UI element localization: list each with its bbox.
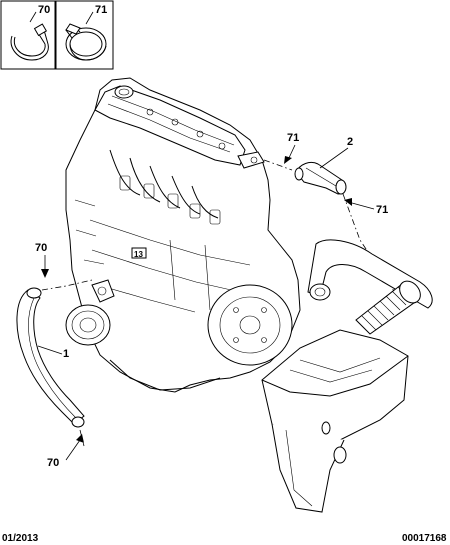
inset-clamp-71: 71 xyxy=(55,0,114,70)
callout-2: 2 xyxy=(319,136,353,169)
air-intake xyxy=(261,239,433,513)
svg-text:70: 70 xyxy=(47,457,59,469)
top-hose xyxy=(294,161,347,195)
engine-block-label: 13 xyxy=(134,250,143,259)
footer-date: 01/2013 xyxy=(2,533,39,544)
callout-71-lower: 71 xyxy=(344,198,388,216)
engine-block: 13 xyxy=(65,77,301,393)
inset-callout-70: 70 xyxy=(38,4,50,16)
lower-hose xyxy=(16,287,85,428)
callout-70-upper: 70 xyxy=(35,242,49,278)
callout-71-upper: 71 xyxy=(284,132,299,164)
svg-text:71: 71 xyxy=(376,204,388,216)
callout-1: 1 xyxy=(37,345,69,360)
svg-text:2: 2 xyxy=(347,136,353,148)
svg-text:1: 1 xyxy=(63,348,69,360)
svg-text:70: 70 xyxy=(35,242,47,254)
svg-text:71: 71 xyxy=(287,132,299,144)
inset-callout-71: 71 xyxy=(95,4,107,16)
footer-reference: 00017168 xyxy=(402,533,447,544)
inset-clamp-70: 70 xyxy=(0,0,56,70)
callout-70-lower: 70 xyxy=(47,429,85,469)
